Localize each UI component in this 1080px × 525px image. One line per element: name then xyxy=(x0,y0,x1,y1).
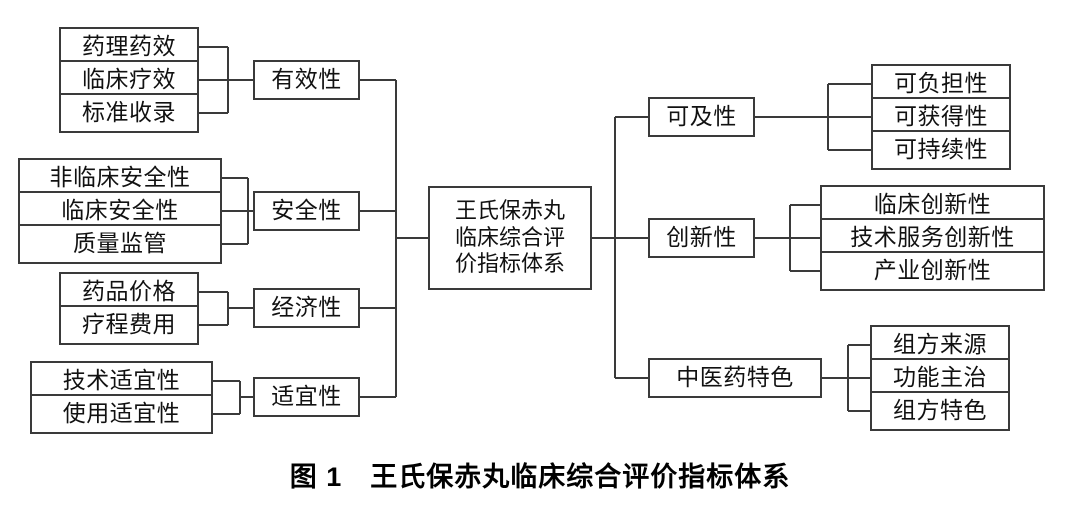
root-line-3: 价指标体系 xyxy=(454,251,565,277)
category-box-safety[interactable]: 安全性 xyxy=(253,191,360,231)
leaf-box-course-cost[interactable]: 疗程费用 xyxy=(59,305,199,345)
leaf-box-usage-suitability[interactable]: 使用适宜性 xyxy=(30,394,213,434)
category-box-suitability[interactable]: 适宜性 xyxy=(253,377,360,417)
figure-caption-title: 王氏保赤丸临床综合评价指标体系 xyxy=(370,462,791,492)
figure-caption: 图 1 王氏保赤丸临床综合评价指标体系 xyxy=(0,455,1080,494)
category-box-effectiveness[interactable]: 有效性 xyxy=(253,60,360,100)
leaf-box-standard-inclusion[interactable]: 标准收录 xyxy=(59,93,199,133)
category-box-economy[interactable]: 经济性 xyxy=(253,288,360,328)
figure-caption-number: 图 1 xyxy=(289,462,343,492)
category-box-innovation[interactable]: 创新性 xyxy=(648,218,755,258)
leaf-box-quality-supervision[interactable]: 质量监管 xyxy=(18,224,222,264)
category-box-accessibility[interactable]: 可及性 xyxy=(648,97,755,137)
category-box-tcm-characteristics[interactable]: 中医药特色 xyxy=(648,358,822,398)
root-node[interactable]: 王氏保赤丸 临床综合评 价指标体系 xyxy=(428,186,592,290)
leaf-box-sustainability[interactable]: 可持续性 xyxy=(871,130,1011,170)
root-line-2: 临床综合评 xyxy=(454,224,565,250)
leaf-box-formula-features[interactable]: 组方特色 xyxy=(870,391,1010,431)
root-line-1: 王氏保赤丸 xyxy=(454,197,565,223)
leaf-box-industry-innovation[interactable]: 产业创新性 xyxy=(820,251,1045,291)
